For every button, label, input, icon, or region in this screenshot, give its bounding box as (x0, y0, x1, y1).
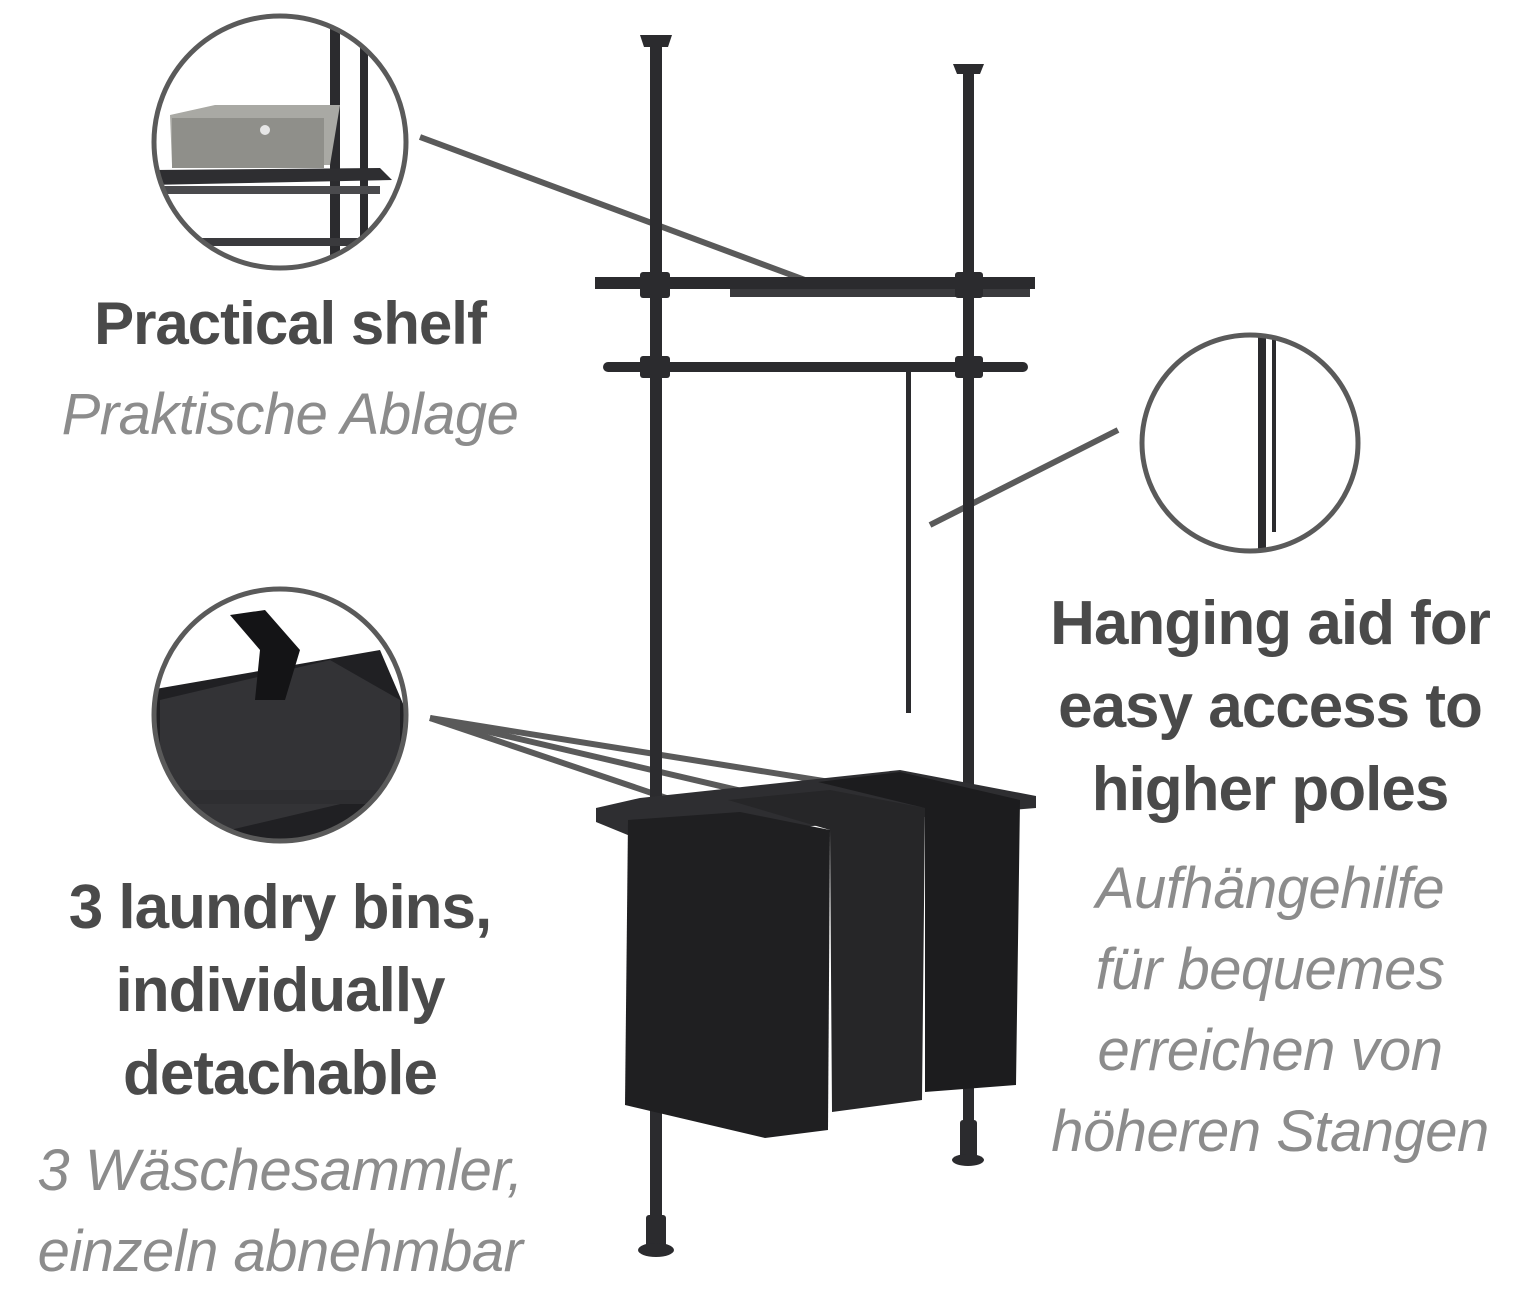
hanging-aid-hook (900, 362, 918, 372)
hanging-aid-closeup-icon (1139, 332, 1361, 554)
label-hanging-aid-en-1: Hanging aid for (1050, 589, 1491, 658)
pole-right-foot-base (952, 1154, 984, 1166)
label-hanging-aid-de-1: Aufhängehilfe (1095, 856, 1445, 921)
laundry-bin-closeup-icon (151, 586, 409, 844)
rail-bracket-right (955, 356, 983, 378)
pole-left-top-cap (640, 35, 672, 47)
label-hanging-aid-de-3: erreichen von (1097, 1018, 1443, 1083)
label-laundry-bins-de-1: 3 Wäschesammler, (37, 1138, 523, 1203)
pole-right-foot (960, 1120, 977, 1165)
shelf-bracket-left (640, 272, 670, 298)
label-hanging-aid: Hanging aid for easy access to higher po… (1030, 588, 1510, 1165)
callout-line-shelf (418, 134, 807, 283)
shelf-lip (730, 289, 1030, 297)
laundry-bin-left (625, 812, 830, 1138)
label-hanging-aid-de-4: höheren Stangen (1051, 1099, 1489, 1164)
label-hanging-aid-en-2: easy access to (1058, 672, 1483, 741)
label-shelf: Practical shelf Praktische Ablage (20, 290, 560, 448)
label-laundry-bins-de-2: einzeln abnehmbar (37, 1219, 523, 1284)
shelf (595, 277, 1035, 289)
hanging-aid-rod (906, 368, 911, 713)
callout-line-bin-2 (429, 715, 781, 803)
label-laundry-bins: 3 laundry bins, individually detachable … (0, 872, 560, 1285)
label-laundry-bins-en-1: 3 laundry bins, (68, 873, 493, 942)
label-shelf-de: Praktische Ablage (61, 382, 519, 448)
callout-line-hanging-aid (928, 427, 1120, 528)
shelf-bracket-right (955, 272, 983, 298)
laundry-bin-right (818, 772, 1020, 1092)
label-hanging-aid-en-3: higher poles (1091, 755, 1450, 824)
label-laundry-bins-en-3: detachable (123, 1039, 438, 1108)
pole-left-foot-base (638, 1243, 674, 1257)
laundry-bins (625, 772, 1020, 1138)
shelf-closeup-icon (151, 13, 409, 271)
callout-lines (418, 134, 1120, 809)
label-laundry-bins-en-2: individually (115, 956, 445, 1025)
label-shelf-en: Practical shelf (94, 290, 487, 357)
pole-right-top-cap (953, 64, 984, 74)
callout-line-bin-3 (429, 715, 691, 809)
laundry-bin-middle (728, 790, 925, 1112)
label-hanging-aid-de-2: für bequemes (1095, 937, 1445, 1002)
hanging-rail (603, 362, 1028, 372)
pole-right (963, 72, 974, 1152)
rail-bracket-left (640, 356, 670, 378)
